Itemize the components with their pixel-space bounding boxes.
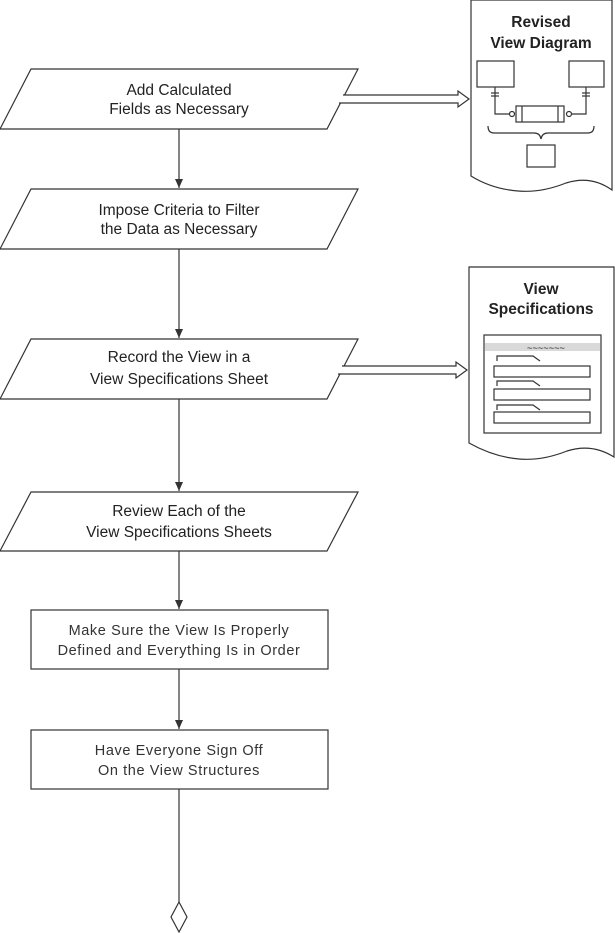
mini-linking-table [515,105,565,123]
box-sign-off: Have Everyone Sign Off On the View Struc… [30,729,329,790]
step-review-sheets: Review Each of the View Specifications S… [0,491,359,552]
step-4-line-2: View Specifications Sheets [86,524,272,541]
step-4-line-1: Review Each of the [112,503,246,520]
step-2-line-2: the Data as Necessary [101,221,258,238]
step-record-view: Record the View in a View Specifications… [0,338,359,400]
revised-diagram-title-line-2: View Diagram [490,35,591,52]
mini-spec-tilde: ~~~~~~~ [527,344,566,354]
box-1-line-1: Make Sure the View Is Properly [69,623,290,639]
step-3-line-1: Record the View in a [108,349,251,366]
mini-entity-bottom [526,144,556,168]
mini-optional-circle [508,110,516,118]
box-1-line-2: Defined and Everything Is in Order [58,643,301,659]
end-diamond [170,900,188,933]
box-make-sure-defined: Make Sure the View Is Properly Defined a… [30,609,329,670]
view-specs-title-line-1: View [523,281,559,298]
box-2-line-2: On the View Structures [98,763,260,779]
step-1-line-2: Fields as Necessary [109,101,249,118]
box-2-line-1: Have Everyone Sign Off [95,743,264,759]
step-impose-criteria: Impose Criteria to Filter the Data as Ne… [0,188,359,250]
mini-spec-folder-tab [496,355,541,362]
mini-entity-right [568,60,605,88]
mini-spec-field [493,411,591,424]
mini-spec-field [493,388,591,401]
step-3-line-2: View Specifications Sheet [90,371,269,388]
mini-spec-folder-tab [496,380,541,387]
mini-spec-header-bar [485,343,600,351]
revised-diagram-title-line-1: Revised [511,14,570,31]
hollow-arrow-to-diagram [339,89,471,109]
mini-brace [487,125,595,140]
step-1-line-1: Add Calculated [126,82,231,99]
step-2-line-1: Impose Criteria to Filter [98,202,259,219]
step-add-calculated-fields: Add Calculated Fields as Necessary [0,68,359,130]
mini-entity-left [476,60,515,88]
view-specs-title-line-2: Specifications [488,301,593,318]
document-revised-view-diagram: Revised View Diagram [470,0,613,192]
hollow-arrow-to-specs [338,360,469,380]
mini-spec-field [493,365,591,378]
mini-optional-circle [565,110,573,118]
mini-spec-folder-tab [496,404,541,411]
document-view-specifications: View Specifications ~~~~~~~ [468,266,615,460]
